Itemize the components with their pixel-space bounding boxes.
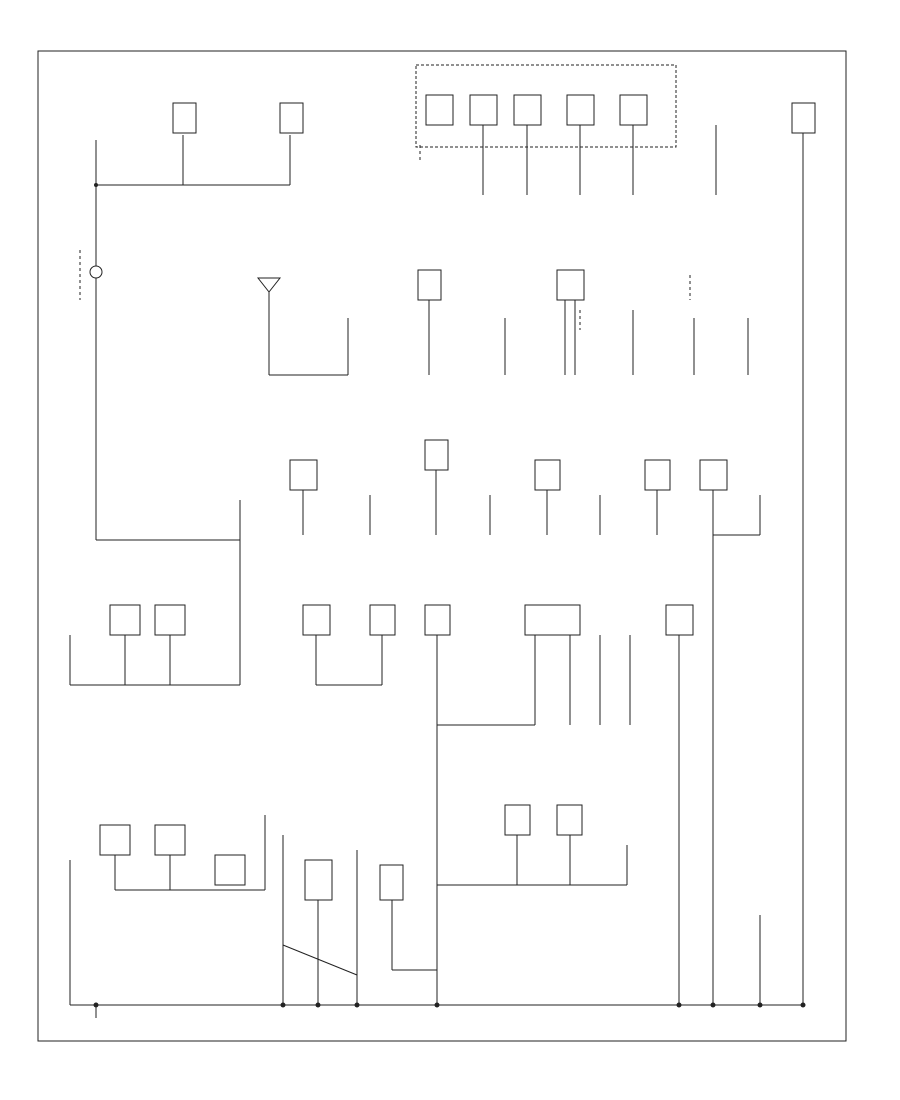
ground-bus	[70, 1002, 806, 1018]
relay-box	[417, 269, 442, 301]
lamp-box	[513, 94, 542, 126]
switch-box	[279, 102, 304, 134]
module-box	[304, 859, 333, 901]
module-box	[644, 459, 671, 491]
sensor-box	[791, 102, 816, 134]
module-box	[109, 604, 141, 636]
connector-stubs	[79, 145, 691, 330]
module-box	[154, 604, 186, 636]
lamp-box	[425, 94, 454, 126]
module-box	[154, 824, 186, 856]
row-2-components	[89, 265, 749, 376]
diagram-frame	[37, 50, 847, 1042]
module-box	[556, 269, 585, 301]
module-box	[379, 864, 404, 901]
module-box	[504, 804, 531, 836]
module-box	[665, 604, 694, 636]
module-box	[289, 459, 318, 491]
module-box	[369, 604, 396, 636]
row-4-components	[69, 535, 714, 1005]
switch-box	[172, 102, 197, 134]
module-box	[302, 604, 331, 636]
ground-icon	[256, 277, 282, 293]
row-1-components	[94, 64, 816, 1005]
lamp-box	[619, 94, 648, 126]
module-box	[556, 804, 583, 836]
module-box	[214, 854, 246, 886]
module-box	[424, 439, 449, 471]
module-box	[699, 459, 728, 491]
module-box	[424, 604, 451, 636]
module-box	[524, 604, 581, 636]
row-3-components	[96, 439, 761, 685]
lamp-box	[469, 94, 498, 126]
module-box	[99, 824, 131, 856]
lamp-box	[566, 94, 595, 126]
horn-icon	[89, 265, 103, 279]
module-group-box	[415, 64, 677, 148]
row-5-components	[69, 804, 761, 1005]
module-box	[534, 459, 561, 491]
